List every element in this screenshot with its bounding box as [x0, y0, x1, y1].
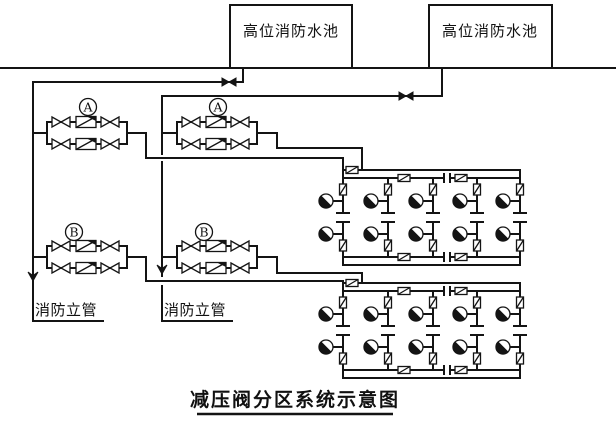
- hydrant-riser-unit: [451, 221, 484, 258]
- tank-1: 高位消防水池: [229, 4, 353, 69]
- gate-valve-icon: [230, 240, 250, 252]
- prv-icon: [205, 115, 227, 129]
- slash-rect-valve-icon: [397, 252, 411, 262]
- prv-group-a2: A: [161, 97, 363, 171]
- zone-tag-b2: B: [199, 225, 208, 240]
- hydrant-riser-unit: [362, 221, 395, 258]
- hydrant-riser-unit: [494, 221, 527, 258]
- gate-valve-icon: [51, 138, 71, 150]
- hydrant-riser-unit: [407, 221, 440, 258]
- hydrant-riser-unit: [362, 290, 395, 327]
- hydrant-riser-unit: [494, 290, 527, 327]
- prv-icon: [75, 239, 97, 253]
- gate-valve-icon: [181, 240, 201, 252]
- tank-2: 高位消防水池: [428, 4, 553, 69]
- gate-valve-icon: [181, 138, 201, 150]
- gate-valve-icon: [51, 116, 71, 128]
- slash-rect-valve-icon: [345, 278, 359, 288]
- zone-tag-b1: B: [69, 225, 78, 240]
- hydrant-riser-unit: [317, 334, 350, 371]
- zone-tag-a1: A: [82, 100, 93, 115]
- hydrant-riser-unit: [317, 290, 350, 327]
- supply-valve-icon: [221, 77, 237, 87]
- prv-icon: [205, 239, 227, 253]
- prv-icon: [205, 137, 227, 151]
- gate-valve-icon: [100, 138, 120, 150]
- slash-rect-valve-icon: [345, 165, 359, 175]
- diagram-title: 减压阀分区系统示意图: [190, 388, 400, 416]
- hydrant-riser-unit: [451, 290, 484, 327]
- riser-1-label: 消防立管: [35, 301, 97, 319]
- hydrant-riser-unit: [317, 221, 350, 258]
- gate-valve-icon: [230, 138, 250, 150]
- hydrant-riser-unit: [407, 177, 440, 214]
- fire-riser-2: 消防立管: [156, 95, 233, 322]
- hydrant-block-lower: [317, 278, 527, 379]
- prv-icon: [75, 137, 97, 151]
- hydrant-riser-unit: [494, 334, 527, 371]
- slash-rect-valve-icon: [397, 365, 411, 375]
- gate-valve-icon: [100, 240, 120, 252]
- prv-group-a1: A: [32, 97, 344, 171]
- tank-1-label: 高位消防水池: [243, 22, 339, 40]
- prv-icon: [75, 115, 97, 129]
- supply-main-left: [32, 67, 244, 87]
- zone-tag-a2: A: [212, 100, 223, 115]
- gate-valve-icon: [51, 240, 71, 252]
- prv-group-b2: B: [161, 222, 363, 284]
- slash-rect-valve-icon: [397, 286, 411, 296]
- hydrant-riser-unit: [494, 177, 527, 214]
- gate-valve-icon: [100, 116, 120, 128]
- hydrant-riser-unit: [451, 334, 484, 371]
- slash-rect-valve-icon: [454, 252, 468, 262]
- prv-group-b1: B: [32, 222, 344, 284]
- riser-2-label: 消防立管: [164, 301, 226, 319]
- supply-main-right: [161, 67, 443, 101]
- fire-riser-1: 消防立管: [27, 81, 104, 322]
- hydrant-riser-unit: [362, 177, 395, 214]
- gate-valve-icon: [51, 262, 71, 274]
- slash-rect-valve-icon: [454, 365, 468, 375]
- hydrant-riser-unit: [407, 334, 440, 371]
- gate-valve-icon: [100, 262, 120, 274]
- supply-valve-icon: [398, 91, 414, 101]
- diagram-title-text: 减压阀分区系统示意图: [190, 388, 400, 411]
- prv-icon: [205, 261, 227, 275]
- slash-rect-valve-icon: [454, 173, 468, 183]
- slash-rect-valve-icon: [397, 173, 411, 183]
- gate-valve-icon: [230, 262, 250, 274]
- gate-valve-icon: [181, 262, 201, 274]
- flow-arrow-icon: [156, 264, 168, 276]
- flow-arrow-icon: [27, 271, 39, 283]
- hydrant-riser-unit: [362, 334, 395, 371]
- tank-2-label: 高位消防水池: [442, 22, 538, 40]
- hydrant-riser-unit: [317, 177, 350, 214]
- prv-icon: [75, 261, 97, 275]
- gate-valve-icon: [181, 116, 201, 128]
- hydrant-riser-unit: [407, 290, 440, 327]
- slash-rect-valve-icon: [454, 286, 468, 296]
- hydrant-block-upper: [317, 165, 527, 266]
- gate-valve-icon: [230, 116, 250, 128]
- hydrant-riser-unit: [451, 177, 484, 214]
